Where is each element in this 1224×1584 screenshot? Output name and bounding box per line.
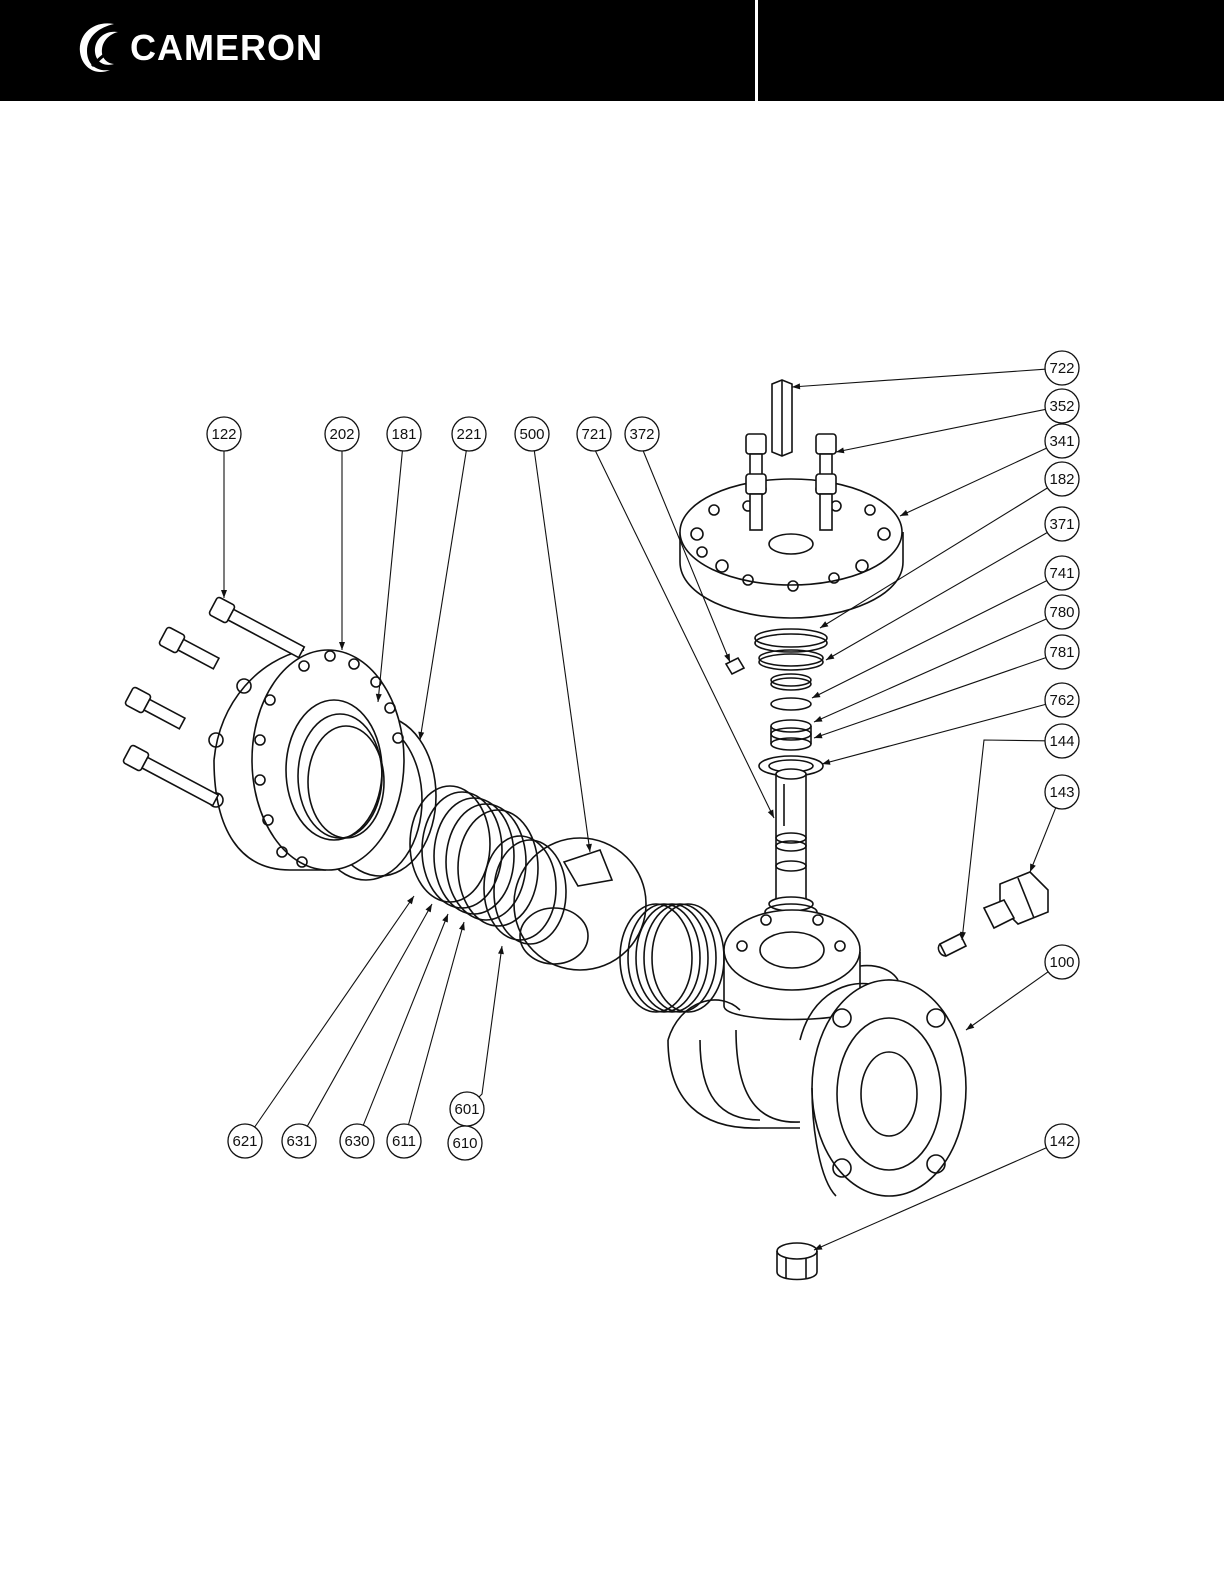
callout-label: 144 [1049,733,1074,750]
callout-611: 611 [387,1124,421,1158]
leader-line-762 [822,704,1046,764]
callout-label: 372 [629,426,654,443]
callout-label: 610 [452,1135,477,1152]
callout-label: 741 [1049,565,1074,582]
leader-arrow-762 [822,759,831,765]
callout-500: 500 [515,417,549,451]
callout-label: 780 [1049,604,1074,621]
callout-label: 352 [1049,398,1074,415]
callout-630: 630 [340,1124,374,1158]
callout-label: 722 [1049,360,1074,377]
leader-arrow-182 [820,621,828,628]
callout-621: 621 [228,1124,262,1158]
leader-arrow-122 [221,590,227,598]
leader-line-611 [409,922,465,1125]
callout-label: 142 [1049,1133,1074,1150]
leader-line-100 [966,972,1048,1030]
callout-label: 100 [1049,954,1074,971]
leader-line-601 [479,946,502,1097]
leader-arrow-341 [900,510,909,516]
callout-181: 181 [387,417,421,451]
callout-722: 722 [1045,351,1079,385]
leader-arrow-100 [966,1023,974,1030]
callout-741: 741 [1045,556,1079,590]
part-100-body [668,910,966,1196]
callout-label: 202 [329,426,354,443]
part-500-ball [514,838,646,970]
callout-143: 143 [1045,775,1079,809]
leader-line-500 [534,451,590,852]
callout-100: 100 [1045,945,1079,979]
leader-line-181 [378,451,402,702]
leader-arrow-721 [768,810,774,819]
callout-label: 721 [581,426,606,443]
callout-label: 181 [391,426,416,443]
callout-label: 762 [1049,692,1074,709]
callout-721: 721 [577,417,611,451]
leader-line-780 [814,619,1047,722]
callout-label: 122 [211,426,236,443]
part-722-key [772,380,792,456]
leader-arrow-780 [814,716,823,722]
callout-631: 631 [282,1124,316,1158]
leader-arrow-143 [1030,864,1036,873]
callout-label: 621 [232,1133,257,1150]
callout-182: 182 [1045,462,1079,496]
callout-144: 144 [1045,724,1079,758]
leader-arrow-372 [724,654,730,663]
leader-arrow-601 [498,946,504,954]
callout-label: 601 [454,1101,479,1118]
part-142-plug [777,1243,817,1280]
callout-341: 341 [1045,424,1079,458]
leader-line-781 [814,658,1046,738]
callout-221: 221 [452,417,486,451]
callout-label: 221 [456,426,481,443]
leader-line-630 [363,914,448,1125]
callout-371: 371 [1045,507,1079,541]
leader-line-631 [307,904,432,1126]
callout-122: 122 [207,417,241,451]
callout-label: 143 [1049,784,1074,801]
leader-arrow-630 [442,914,448,923]
callout-label: 341 [1049,433,1074,450]
callout-label: 371 [1049,516,1074,533]
callout-762: 762 [1045,683,1079,717]
leader-arrow-781 [814,733,823,739]
callout-label: 500 [519,426,544,443]
callout-label: 630 [344,1133,369,1150]
callout-601: 601 [450,1092,484,1126]
callout-label: 631 [286,1133,311,1150]
callout-372: 372 [625,417,659,451]
callout-label: 182 [1049,471,1074,488]
part-202-end-connector [209,650,404,870]
leader-line-341 [900,448,1047,516]
callout-352: 352 [1045,389,1079,423]
leader-arrow-202 [339,642,345,650]
leader-line-621 [255,896,414,1127]
leader-arrow-611 [459,922,465,931]
leader-arrow-352 [836,448,844,454]
leader-arrow-371 [826,653,834,660]
callout-142: 142 [1045,1124,1079,1158]
callout-label: 781 [1049,644,1074,661]
callout-610: 610 [448,1126,482,1160]
leader-line-722 [792,369,1045,387]
leader-line-352 [836,409,1045,452]
leader-line-143 [1030,808,1056,872]
leader-arrow-631 [426,904,433,912]
part-143-fitting [984,872,1048,928]
part-721-stem [765,769,817,920]
callout-label: 611 [392,1133,416,1150]
leader-arrow-741 [812,692,821,698]
callout-202: 202 [325,417,359,451]
leader-line-221 [420,451,466,740]
callout-781: 781 [1045,635,1079,669]
leader-arrow-621 [407,896,414,904]
stem-seal-rings [755,629,827,776]
callout-780: 780 [1045,595,1079,629]
